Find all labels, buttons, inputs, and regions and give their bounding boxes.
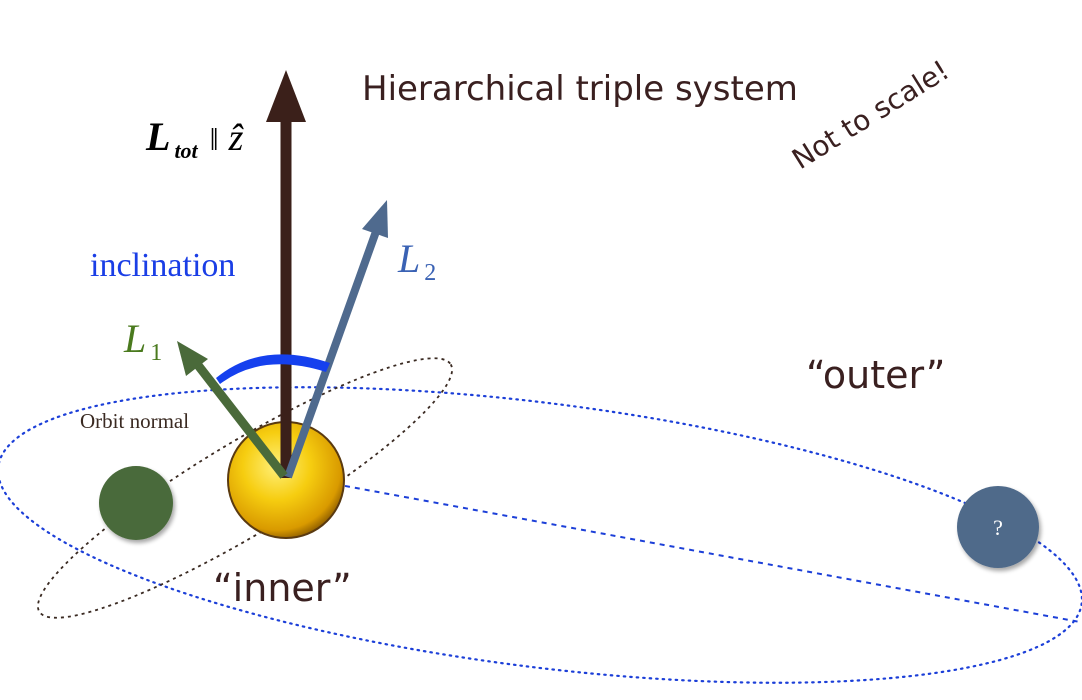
not-to-scale-note: Not to scale! (786, 53, 955, 175)
z-hat-symbol: ẑ (228, 117, 245, 159)
outer-companion-body (957, 486, 1039, 568)
outer-orbit-axis-line (285, 474, 1081, 623)
total-momentum-symbol: L (145, 114, 170, 159)
outer-momentum-arrowhead (362, 200, 388, 238)
outer-momentum-shaft (284, 224, 382, 479)
inner-momentum-arrowhead (177, 341, 208, 376)
diagram-title: Hierarchical triple system (362, 69, 798, 109)
inner-companion-body (99, 466, 173, 540)
unknown-body-label: ? (993, 515, 1003, 540)
inner-momentum-symbol: L (123, 316, 146, 361)
inclination-arc (216, 354, 330, 384)
inner-momentum-label: L 1 (123, 316, 162, 366)
outer-momentum-subscript: 2 (424, 260, 436, 286)
outer-momentum-symbol: L (397, 236, 420, 281)
total-momentum-subscript: tot (174, 138, 198, 163)
orbit-normal-label: Orbit normal (80, 409, 189, 433)
inner-momentum-subscript: 1 (150, 340, 162, 366)
inner-label: “inner” (213, 566, 352, 610)
total-momentum-label: L tot ‖ ẑ (145, 114, 245, 163)
outer-label: “outer” (806, 353, 945, 397)
outer-momentum-label: L 2 (397, 236, 436, 286)
inner-momentum-shaft (190, 357, 288, 479)
inner-orbit (37, 357, 453, 619)
inclination-label: inclination (90, 247, 235, 284)
total-momentum-arrowhead (266, 70, 306, 122)
parallel-symbol: ‖ (210, 121, 219, 157)
